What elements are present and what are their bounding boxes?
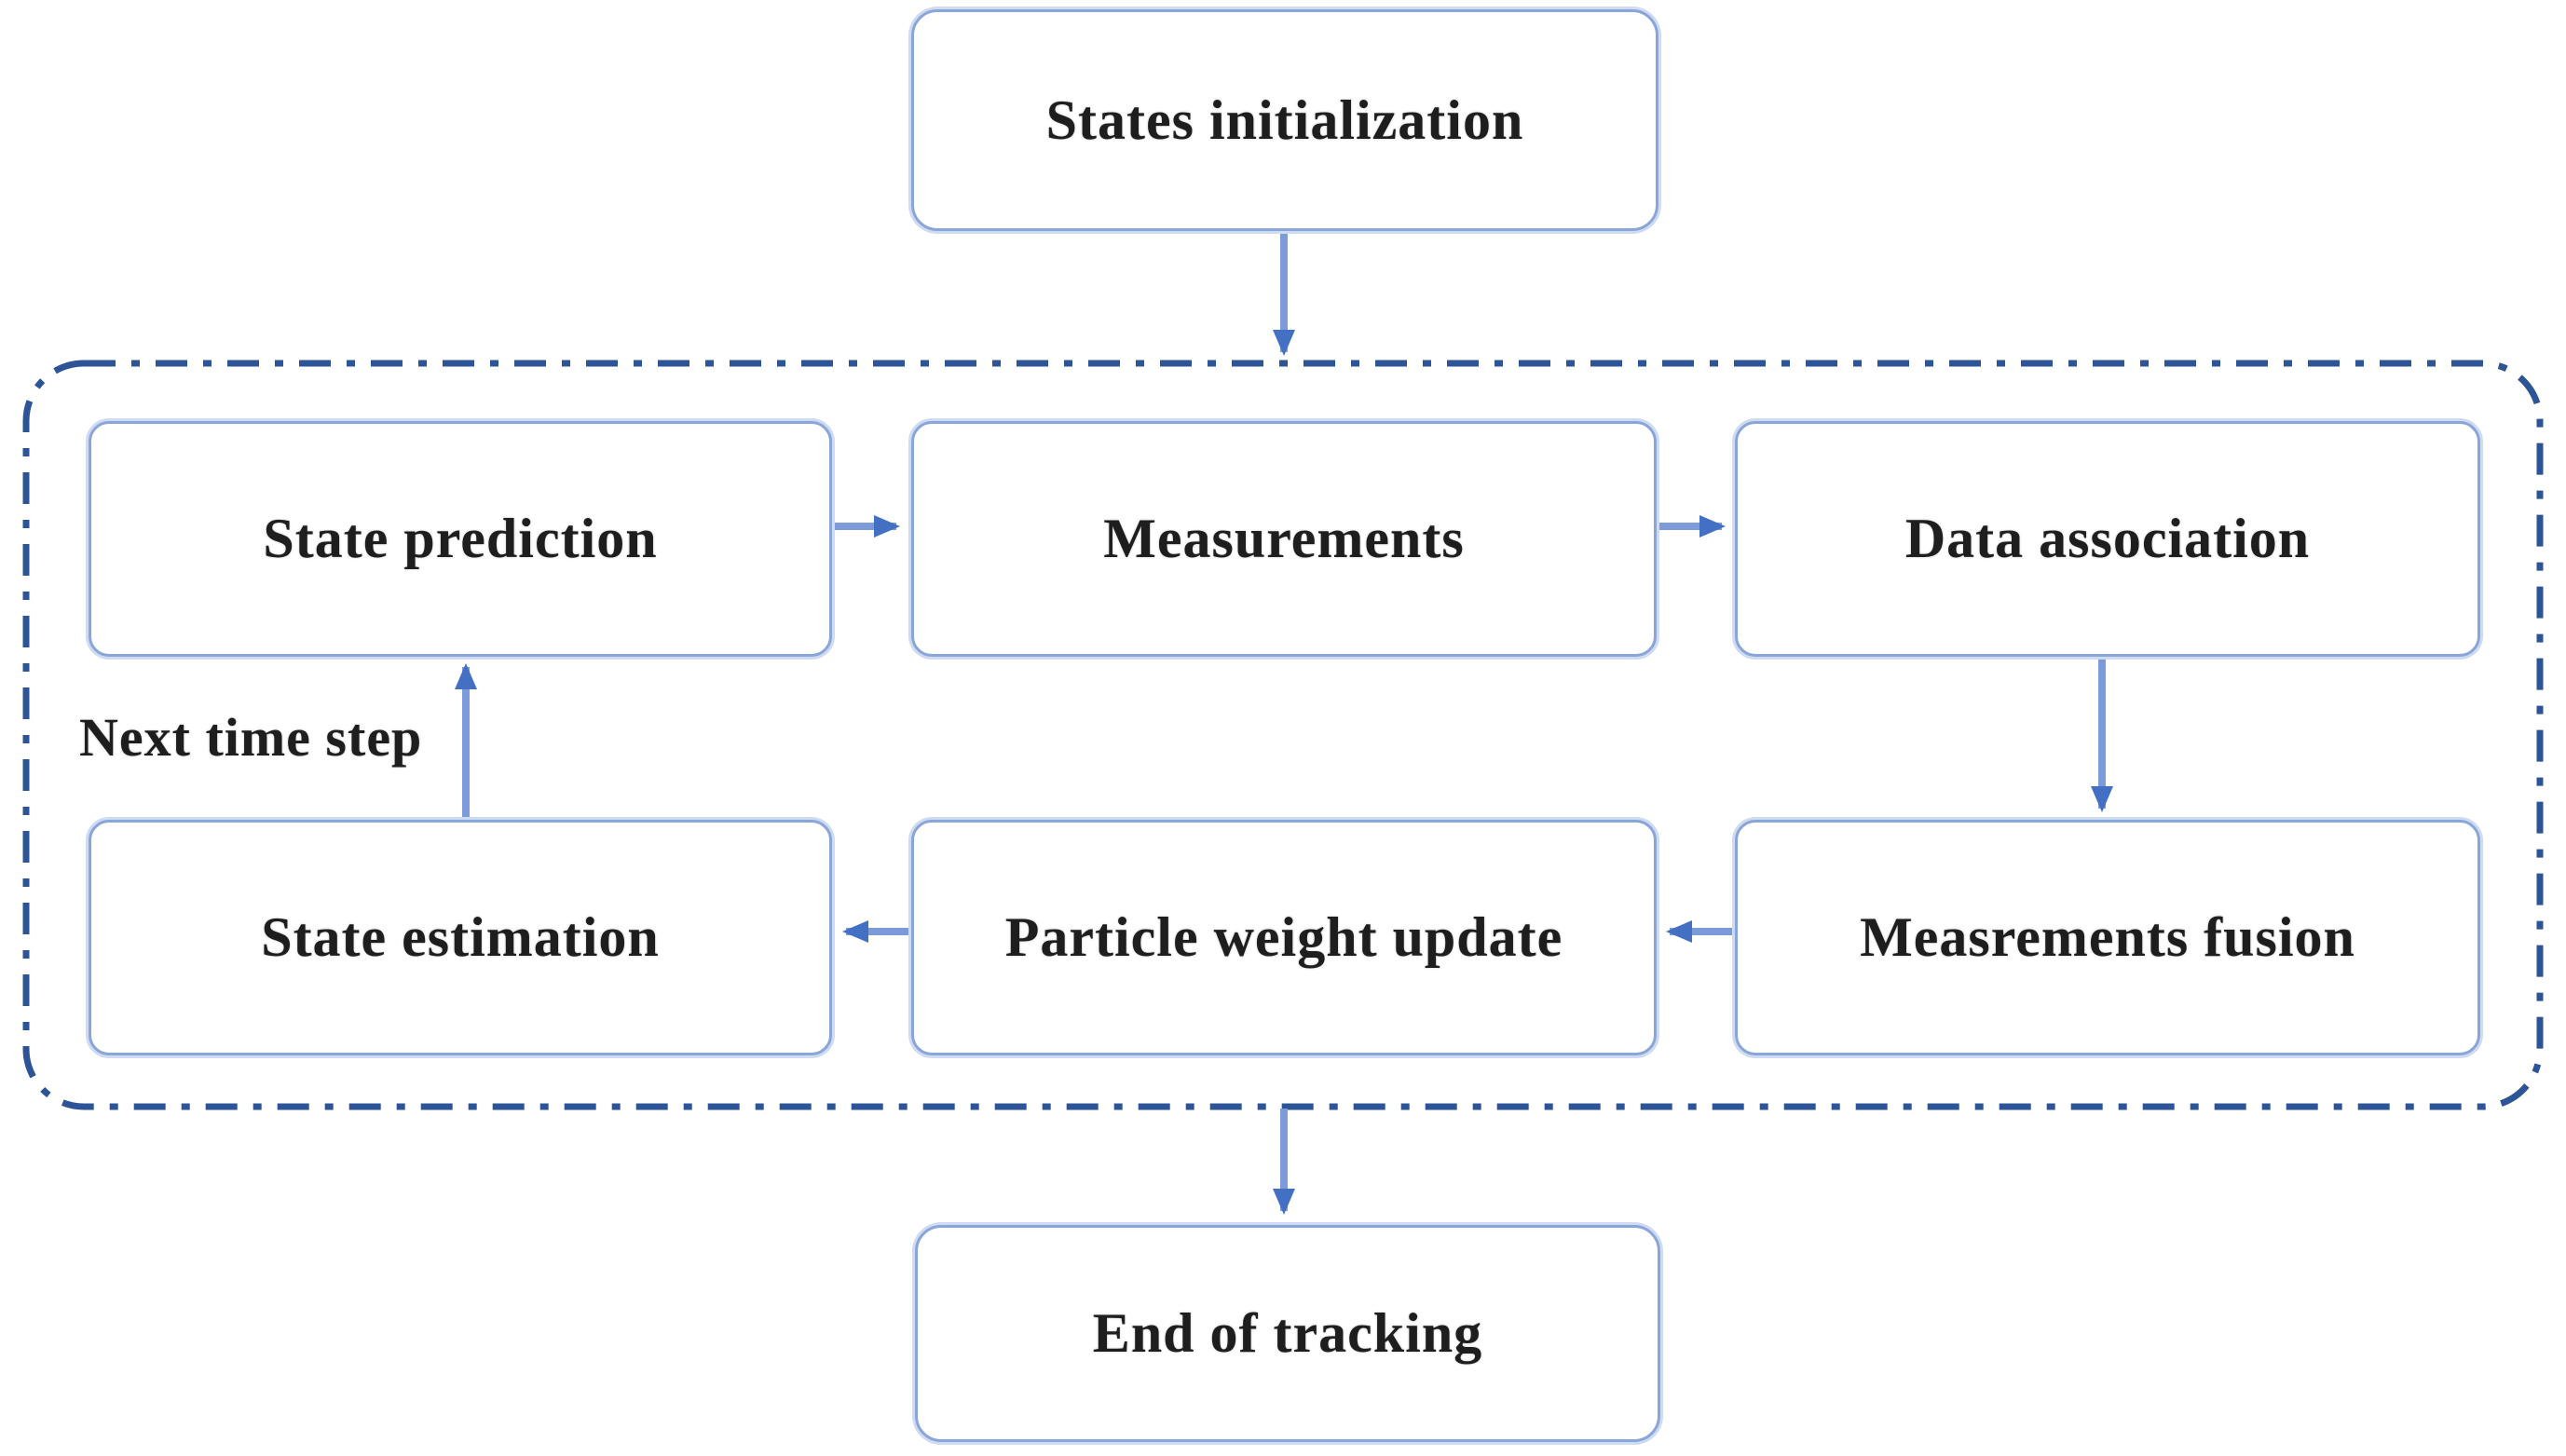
node-state-prediction: State prediction <box>89 421 832 657</box>
node-end-of-tracking: End of tracking <box>915 1225 1660 1442</box>
node-end-of-tracking-label: End of tracking <box>1092 1302 1483 1364</box>
node-particle-weight-update-label: Particle weight update <box>1004 906 1563 968</box>
node-data-association-label: Data association <box>1904 508 2311 569</box>
tracking-loop-boundary <box>22 360 2544 1110</box>
node-state-prediction-label: State prediction <box>263 508 658 569</box>
node-particle-weight-update: Particle weight update <box>911 820 1657 1055</box>
node-measurements-label: Measurements <box>1103 508 1465 569</box>
node-measrements-fusion: Measrements fusion <box>1735 820 2480 1055</box>
node-measrements-fusion-label: Measrements fusion <box>1860 906 2355 968</box>
node-state-estimation-label: State estimation <box>261 906 660 968</box>
node-states-initialization-label: States initialization <box>1045 88 1524 151</box>
node-state-estimation: State estimation <box>89 820 832 1055</box>
next-time-step-label: Next time step <box>79 707 423 768</box>
node-states-initialization: States initialization <box>911 9 1658 231</box>
node-data-association: Data association <box>1735 421 2480 657</box>
node-measurements: Measurements <box>911 421 1657 657</box>
